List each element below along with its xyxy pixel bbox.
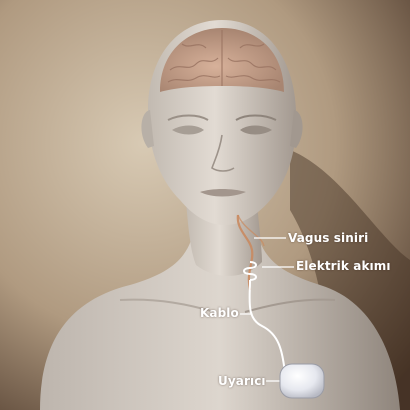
stimulator-device xyxy=(280,364,324,398)
electric-current-label: Elektrik akımı xyxy=(296,259,391,273)
vagus-nerve-label: Vagus siniri xyxy=(288,231,368,245)
stimulator-label: Uyarıcı xyxy=(218,374,266,388)
cable-label: Kablo xyxy=(200,306,239,320)
